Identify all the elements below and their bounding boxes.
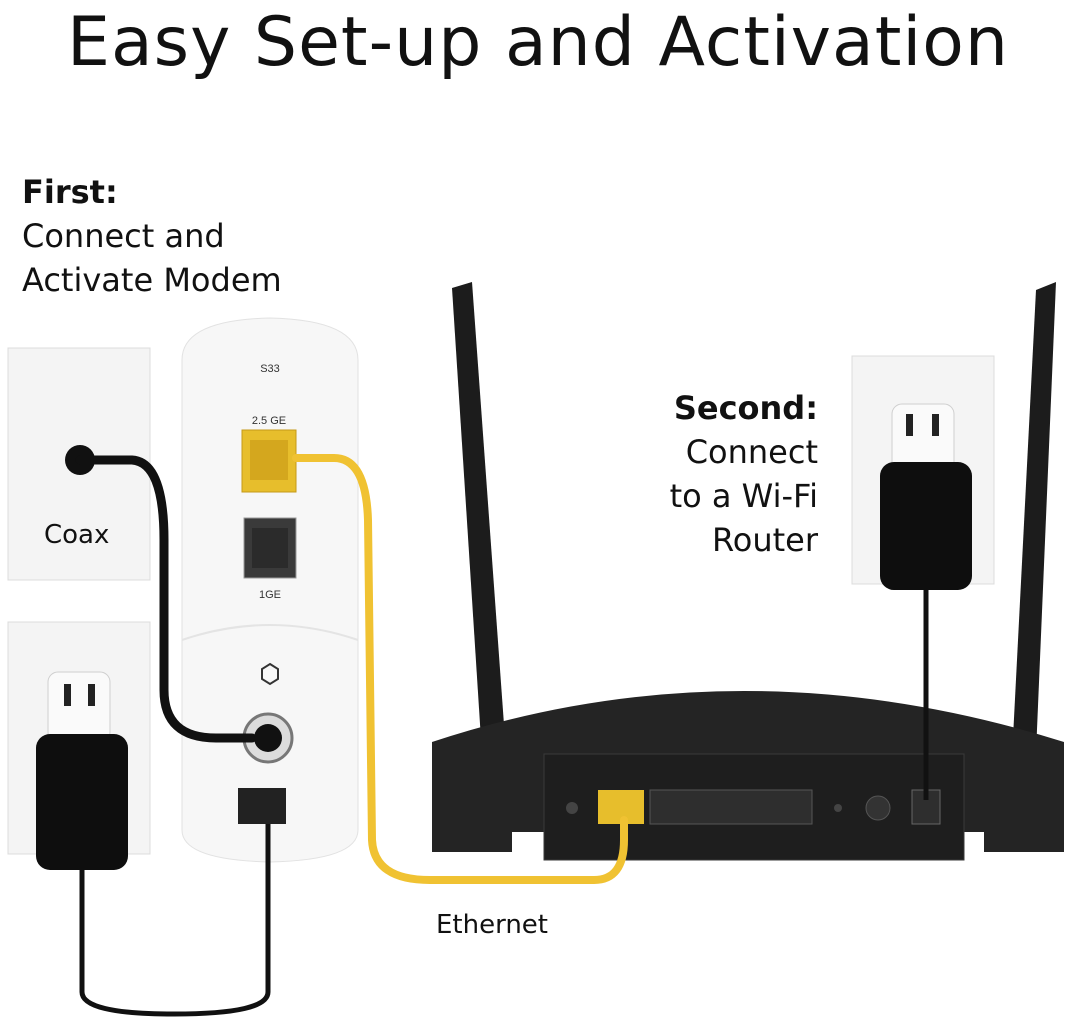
coax-cable bbox=[75, 455, 257, 743]
modem-port-bottom-label: 1GE bbox=[259, 589, 281, 601]
right-outlet-slot bbox=[906, 414, 913, 436]
coax-label: Coax bbox=[44, 520, 110, 550]
modem-seam bbox=[181, 624, 359, 641]
left-outlet-slot bbox=[64, 684, 71, 706]
modem-port-1ge-inner bbox=[252, 528, 288, 568]
router-antenna-right bbox=[1010, 282, 1056, 800]
router-lan-ports bbox=[649, 789, 813, 825]
first-line-2: Activate Modem bbox=[22, 261, 282, 299]
left-outlet-socket bbox=[47, 671, 111, 743]
router-power-button bbox=[865, 795, 891, 821]
ethernet-label: Ethernet bbox=[436, 910, 548, 940]
coax-connector bbox=[254, 724, 282, 752]
left-power-adapter bbox=[36, 734, 128, 870]
modem-hex-icon bbox=[261, 662, 279, 686]
second-line-1: Connect bbox=[685, 433, 818, 471]
modem-port-2-5ge-inner bbox=[250, 440, 288, 480]
modem-port-top-label: 2.5 GE bbox=[252, 415, 286, 427]
second-step-text: Second: Connect to a Wi-Fi Router bbox=[670, 386, 818, 562]
router-antenna-left bbox=[452, 282, 508, 786]
ethernet-cable bbox=[292, 454, 628, 884]
left-outlet-slot bbox=[88, 684, 95, 706]
second-heading: Second: bbox=[673, 389, 818, 427]
second-line-3: Router bbox=[711, 521, 818, 559]
router-reset-button bbox=[834, 804, 842, 812]
first-step-text: First: Connect and Activate Modem bbox=[22, 170, 282, 302]
right-power-adapter bbox=[880, 462, 972, 590]
first-heading: First: bbox=[22, 173, 118, 211]
page-title: Easy Set-up and Activation bbox=[67, 3, 1009, 82]
second-line-2: to a Wi-Fi bbox=[669, 477, 818, 515]
first-line-1: Connect and bbox=[22, 217, 225, 255]
modem-power-cable bbox=[79, 824, 271, 1017]
modem-power-port bbox=[238, 788, 286, 824]
router-wps-button bbox=[566, 802, 578, 814]
modem-model-label: S33 bbox=[260, 363, 280, 375]
right-outlet-slot bbox=[932, 414, 939, 436]
